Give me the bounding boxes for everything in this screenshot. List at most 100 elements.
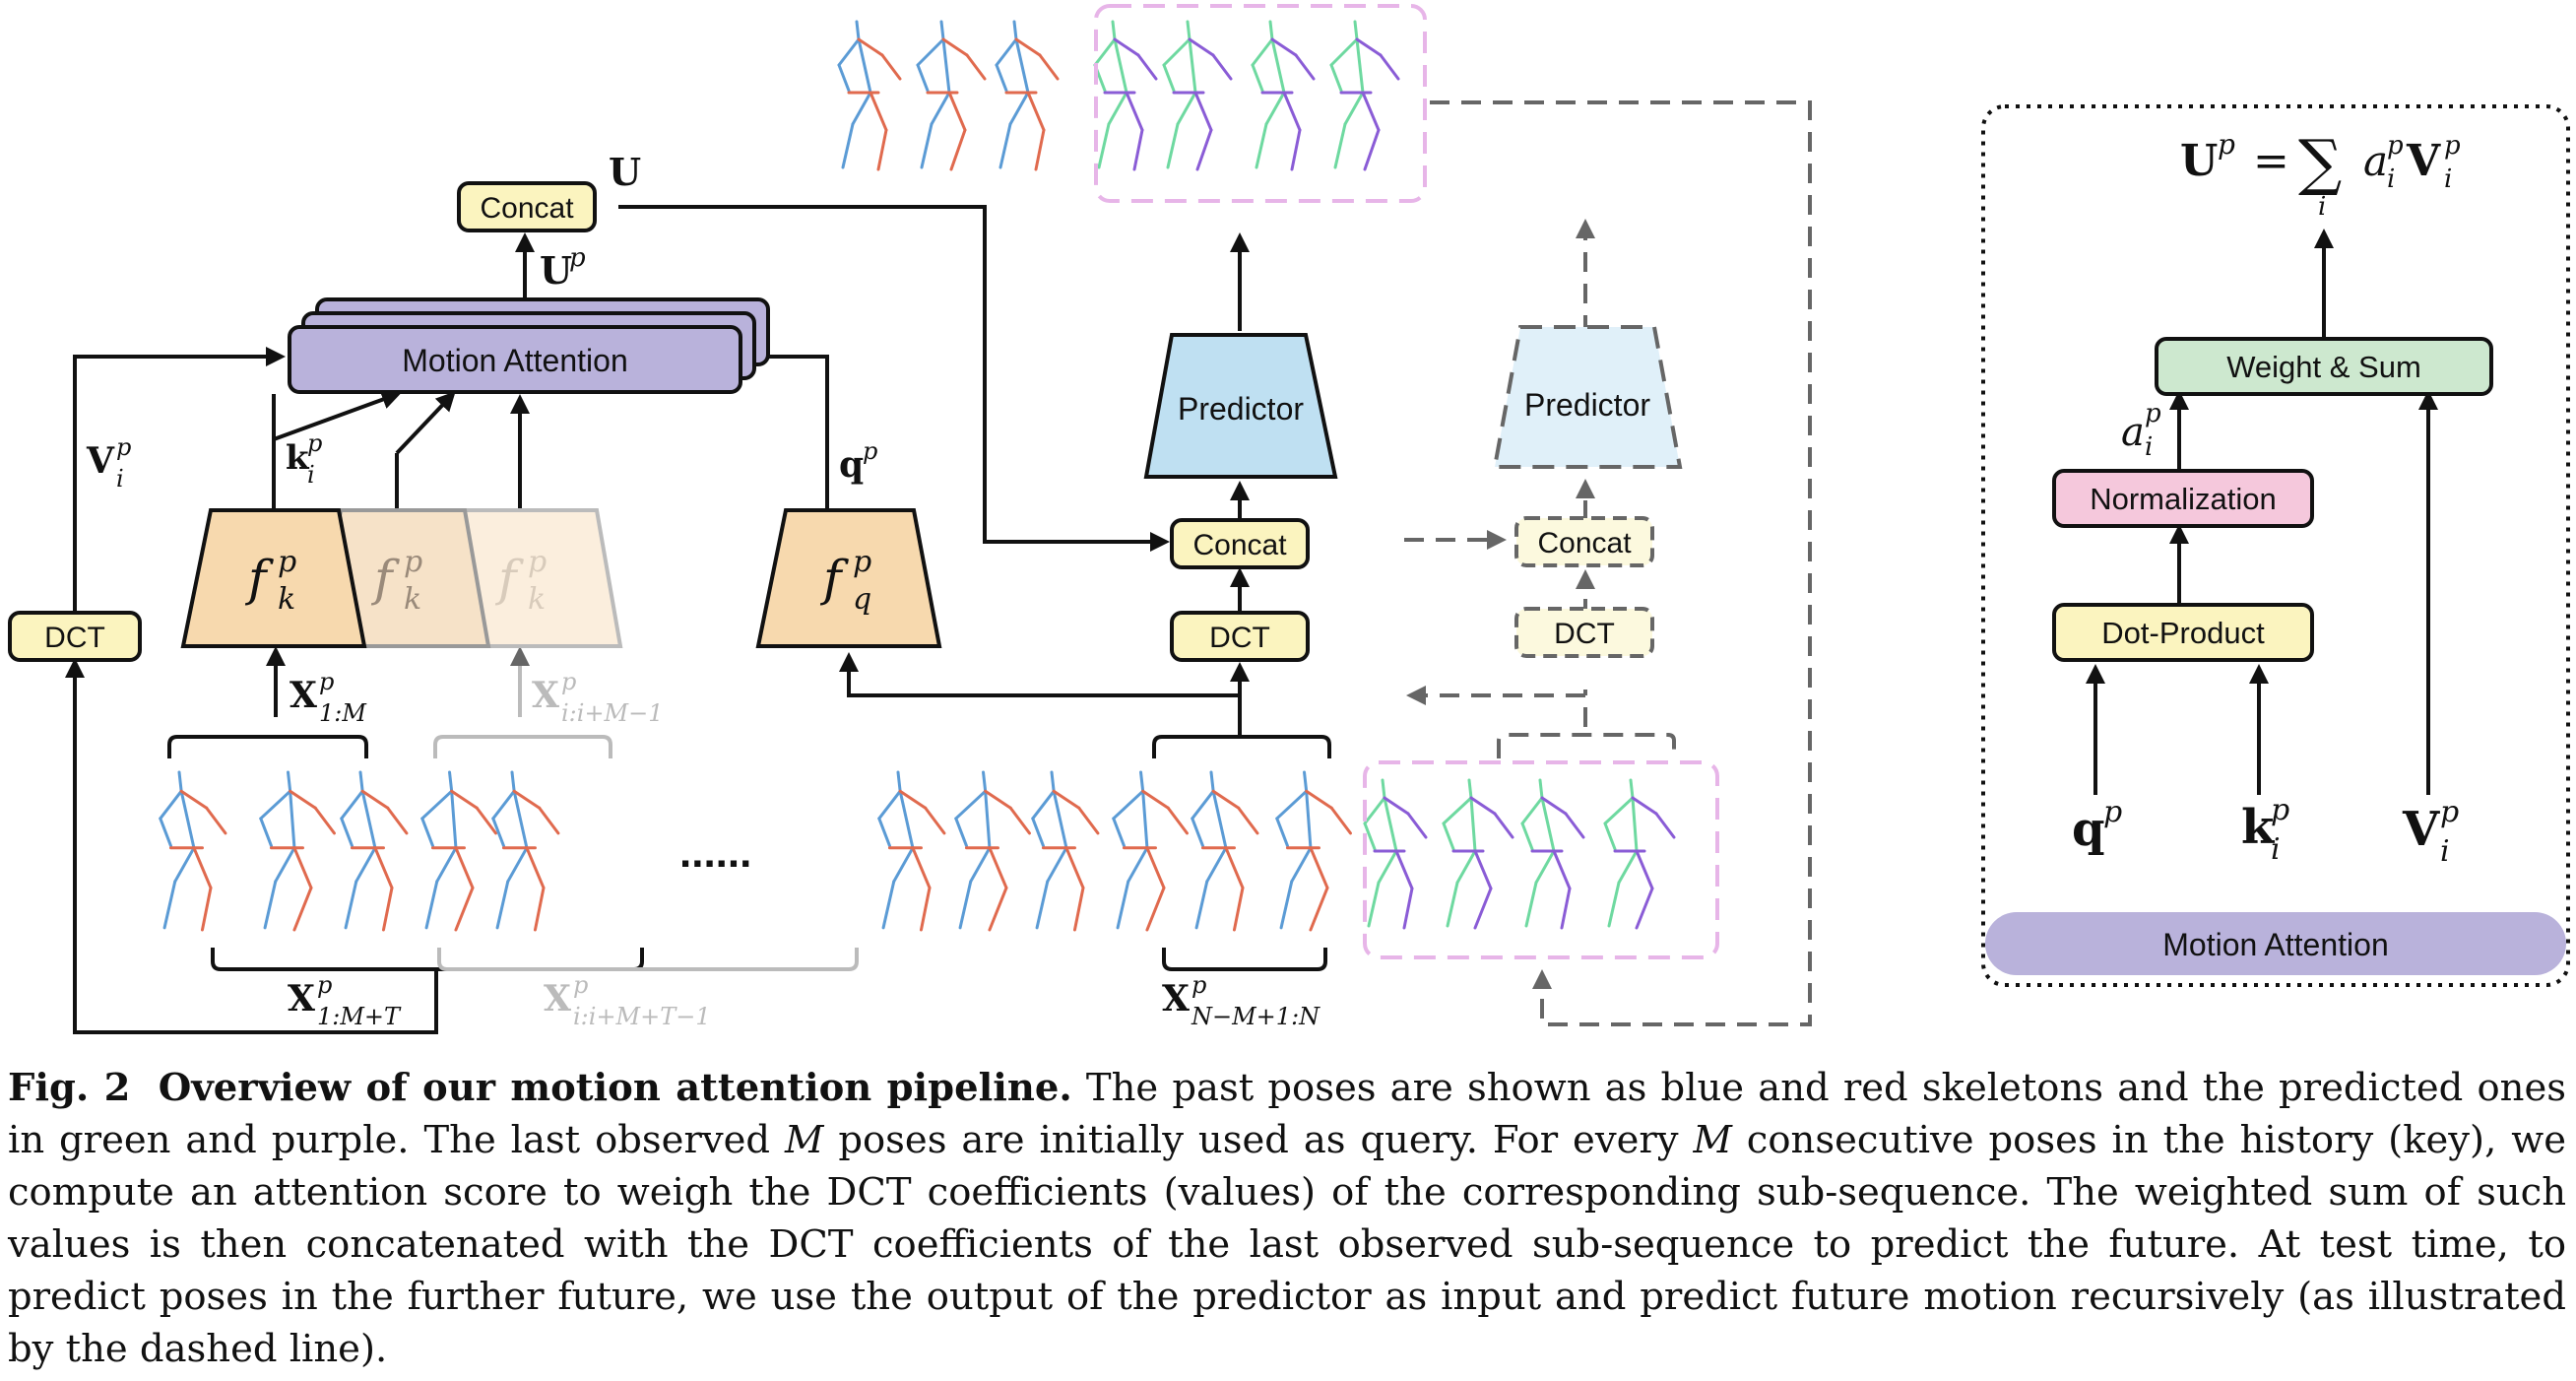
encoder-fk bbox=[180, 508, 367, 648]
skeleton-bottom-future bbox=[1520, 778, 1585, 930]
Up-label: U bbox=[540, 248, 572, 293]
caption-M2: M bbox=[1693, 1118, 1732, 1162]
skeleton-top-future bbox=[1251, 20, 1316, 171]
panel-dot-product-label: Dot-Product bbox=[2101, 616, 2265, 650]
panel-dot-product-block bbox=[2052, 603, 2314, 662]
faded-brackets bbox=[433, 735, 859, 971]
panel-qp-sup: p bbox=[2103, 795, 2122, 829]
motion-attention-block bbox=[288, 325, 742, 394]
fk-sup-faded2: p bbox=[528, 545, 547, 579]
kp-sub: i bbox=[307, 461, 315, 489]
motion-attention-label: Motion Attention bbox=[402, 343, 627, 378]
kp-sup: p bbox=[307, 429, 322, 457]
panel-weight-sum-label: Weight & Sum bbox=[2226, 350, 2421, 384]
panel-border bbox=[1981, 104, 2570, 987]
fk-sub-faded1: k bbox=[404, 582, 421, 617]
dct-mid-label: DCT bbox=[1209, 622, 1270, 654]
concat-recursive-block bbox=[1514, 516, 1654, 567]
skeleton-bottom-history bbox=[259, 770, 336, 932]
concat-mid-label: Concat bbox=[1192, 529, 1287, 561]
eq-a-sub: i bbox=[2387, 164, 2395, 194]
dct-recursive-block bbox=[1514, 607, 1654, 658]
XiM-sup: p bbox=[561, 668, 576, 695]
eq-equals: = bbox=[2253, 136, 2289, 186]
skeleton-bottom-recent bbox=[1112, 770, 1189, 932]
eq-V: V bbox=[2406, 136, 2441, 186]
XN-label: X bbox=[1162, 978, 1190, 1019]
skeleton-bottom-future bbox=[1363, 778, 1428, 930]
XiMT-sub: i:i+M+T−1 bbox=[573, 1003, 711, 1030]
fk-sup-faded1: p bbox=[404, 545, 422, 579]
skeleton-bottom-history bbox=[420, 770, 497, 932]
eq-V-sup: p bbox=[2444, 131, 2461, 161]
X1MT-sub: 1:M+T bbox=[317, 1003, 402, 1030]
predictor-label: Predictor bbox=[1178, 391, 1304, 427]
panel-ai-sup: p bbox=[2145, 399, 2161, 428]
skeleton-top-past bbox=[995, 20, 1060, 171]
eq-V-sub: i bbox=[2444, 164, 2452, 194]
panel-kp: k bbox=[2241, 800, 2276, 855]
predictor-recursive-label: Predictor bbox=[1524, 387, 1650, 423]
caption-text-1: The past poses are shown as blue and red… bbox=[8, 1066, 2566, 1162]
panel-Vp-sup: p bbox=[2440, 795, 2459, 829]
qp-sup: p bbox=[863, 437, 877, 465]
figure-caption: Fig. 2 Overview of our motion attention … bbox=[8, 1062, 2566, 1375]
caption-text-2: poses are initially used as query. For e… bbox=[823, 1118, 1694, 1162]
brackets bbox=[167, 735, 1331, 971]
kp-label: k bbox=[286, 438, 310, 478]
predictor-block bbox=[1143, 333, 1338, 479]
dct-recursive-label: DCT bbox=[1554, 618, 1615, 650]
skeleton-bottom-recent bbox=[1275, 770, 1352, 932]
eq-sum: ∑ bbox=[2298, 126, 2342, 198]
fq-sub: q bbox=[853, 582, 871, 617]
caption-label: Fig. 2 bbox=[8, 1066, 131, 1110]
panel-Vp: V bbox=[2402, 802, 2440, 857]
caption-M1: M bbox=[784, 1118, 824, 1162]
panel-normalization-label: Normalization bbox=[2090, 482, 2277, 516]
concat-recursive-label: Concat bbox=[1537, 527, 1632, 559]
XN-sup: p bbox=[1191, 971, 1206, 999]
panel-math: q p k p i V p i a p i U p = ∑ i a p i V … bbox=[2072, 126, 2461, 869]
dct-left-label: DCT bbox=[44, 622, 105, 654]
panel-title-bar bbox=[1985, 912, 2566, 975]
panel-weight-sum-block bbox=[2155, 337, 2493, 396]
eq-a-sup: p bbox=[2387, 131, 2404, 161]
panel-ai-sub: i bbox=[2145, 432, 2153, 462]
Vp-label: V bbox=[86, 440, 115, 482]
X1M-sup: p bbox=[319, 668, 334, 695]
predictor-recursive-block bbox=[1492, 325, 1683, 469]
Vp-sub: i bbox=[116, 465, 124, 493]
X1M-sub: 1:M bbox=[319, 699, 367, 727]
skeleton-bottom-recent bbox=[1191, 770, 1259, 932]
X1M-label: X bbox=[290, 675, 317, 716]
eq-lhs-sup: p bbox=[2218, 128, 2235, 161]
future-box-top bbox=[1094, 4, 1427, 203]
XN-sub: N−M+1:N bbox=[1191, 1003, 1320, 1030]
concat-top-label: Concat bbox=[480, 192, 574, 225]
panel-qp: q bbox=[2072, 802, 2105, 857]
Up-sup: p bbox=[569, 243, 586, 273]
skeleton-bottom-future bbox=[1442, 778, 1514, 930]
skeleton-bottom-recent bbox=[954, 770, 1031, 932]
pipeline-diagram: Motion Attention Concat DCT Predictor Pr… bbox=[8, 4, 2570, 1034]
XiMT-label: X bbox=[544, 978, 571, 1019]
eq-a: a bbox=[2363, 137, 2388, 185]
fk-sub-faded2: k bbox=[528, 582, 546, 617]
dashed-connectors bbox=[1404, 100, 1812, 1026]
XiMT-sup: p bbox=[573, 971, 588, 999]
skeleton-top-past bbox=[916, 20, 987, 171]
skeleton-bottom-history bbox=[340, 770, 409, 932]
X1MT-sup: p bbox=[317, 971, 332, 999]
fk-sup: p bbox=[278, 545, 296, 579]
skeleton-bottom-history bbox=[491, 770, 560, 932]
skeleton-bottom-recent bbox=[877, 770, 946, 932]
dct-mid-block bbox=[1170, 611, 1310, 662]
U-label: U bbox=[609, 150, 641, 194]
skeleton-top-future bbox=[1093, 20, 1158, 171]
encoder-fq bbox=[755, 508, 942, 648]
eq-lhs: U bbox=[2180, 136, 2218, 186]
skeleton-top-past bbox=[837, 20, 902, 171]
eq-sum-sub: i bbox=[2318, 192, 2326, 222]
panel-kp-sub: i bbox=[2271, 832, 2281, 867]
